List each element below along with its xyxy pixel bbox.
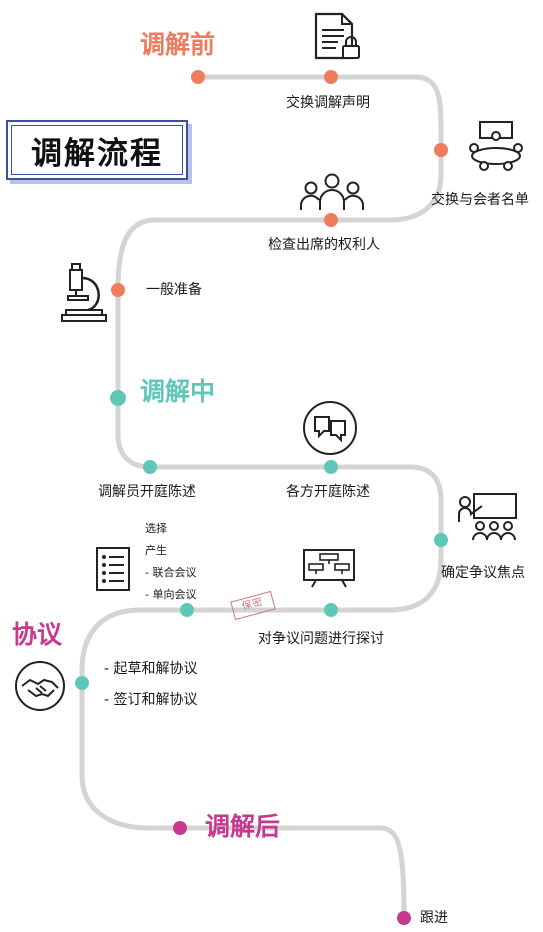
page-title: 调解流程 [31, 135, 163, 172]
step-draft: - 起草和解协议 [104, 661, 198, 677]
process-path-line [79, 74, 444, 921]
dot-exchange-attendees [434, 143, 448, 157]
step-exchange-attendees: 交换与会者名单 [431, 192, 529, 208]
dot-parties-statement [324, 460, 338, 474]
dot-general-prep [111, 283, 125, 297]
dot-during-start [110, 390, 126, 406]
step-parties-statement: 各方开庭陈述 [286, 484, 370, 500]
dot-follow-up [397, 911, 411, 925]
dot-mediator-statement [143, 460, 157, 474]
option-single: - 单向会议 [145, 588, 197, 601]
step-exchange-statement: 交换调解声明 [286, 95, 370, 111]
flowchart-board-icon [303, 549, 355, 588]
people-group-icon [300, 173, 364, 210]
document-lock-icon [314, 12, 360, 60]
phase-agreement: 协议 [12, 620, 63, 649]
step-check-rights: 检查出席的权利人 [268, 237, 380, 253]
dot-discuss-issues [324, 603, 338, 617]
dot-identify-issues [434, 533, 448, 547]
dot-agreement [75, 676, 89, 690]
step-follow-up: 跟进 [420, 910, 448, 926]
meeting-table-icon [469, 121, 523, 171]
dot-after [173, 821, 187, 835]
step-dots [75, 70, 448, 925]
step-general-prep: 一般准备 [146, 282, 202, 298]
microscope-icon [61, 263, 107, 322]
option-joint: - 联合会议 [145, 566, 197, 579]
dot-options [180, 603, 194, 617]
option-produce: 产生 [145, 544, 167, 557]
step-discuss-issues: 对争议问题进行探讨 [258, 631, 384, 647]
dot-exchange-statement [324, 70, 338, 84]
handshake-icon [15, 661, 65, 711]
presentation-board-icon [458, 493, 517, 541]
phase-before: 调解前 [140, 30, 216, 59]
phase-during: 调解中 [140, 377, 216, 406]
dot-check-rights [324, 213, 338, 227]
step-sign: - 签订和解协议 [104, 692, 198, 708]
checklist-icon [96, 547, 130, 591]
speech-bubbles-icon [303, 401, 357, 455]
phase-after: 调解后 [205, 812, 281, 841]
dot-before-start [191, 70, 205, 84]
title-box: 调解流程 [6, 120, 188, 180]
step-mediator-statement: 调解员开庭陈述 [98, 484, 196, 500]
step-identify-issues: 确定争议焦点 [441, 565, 525, 581]
option-choose: 选择 [145, 522, 167, 535]
